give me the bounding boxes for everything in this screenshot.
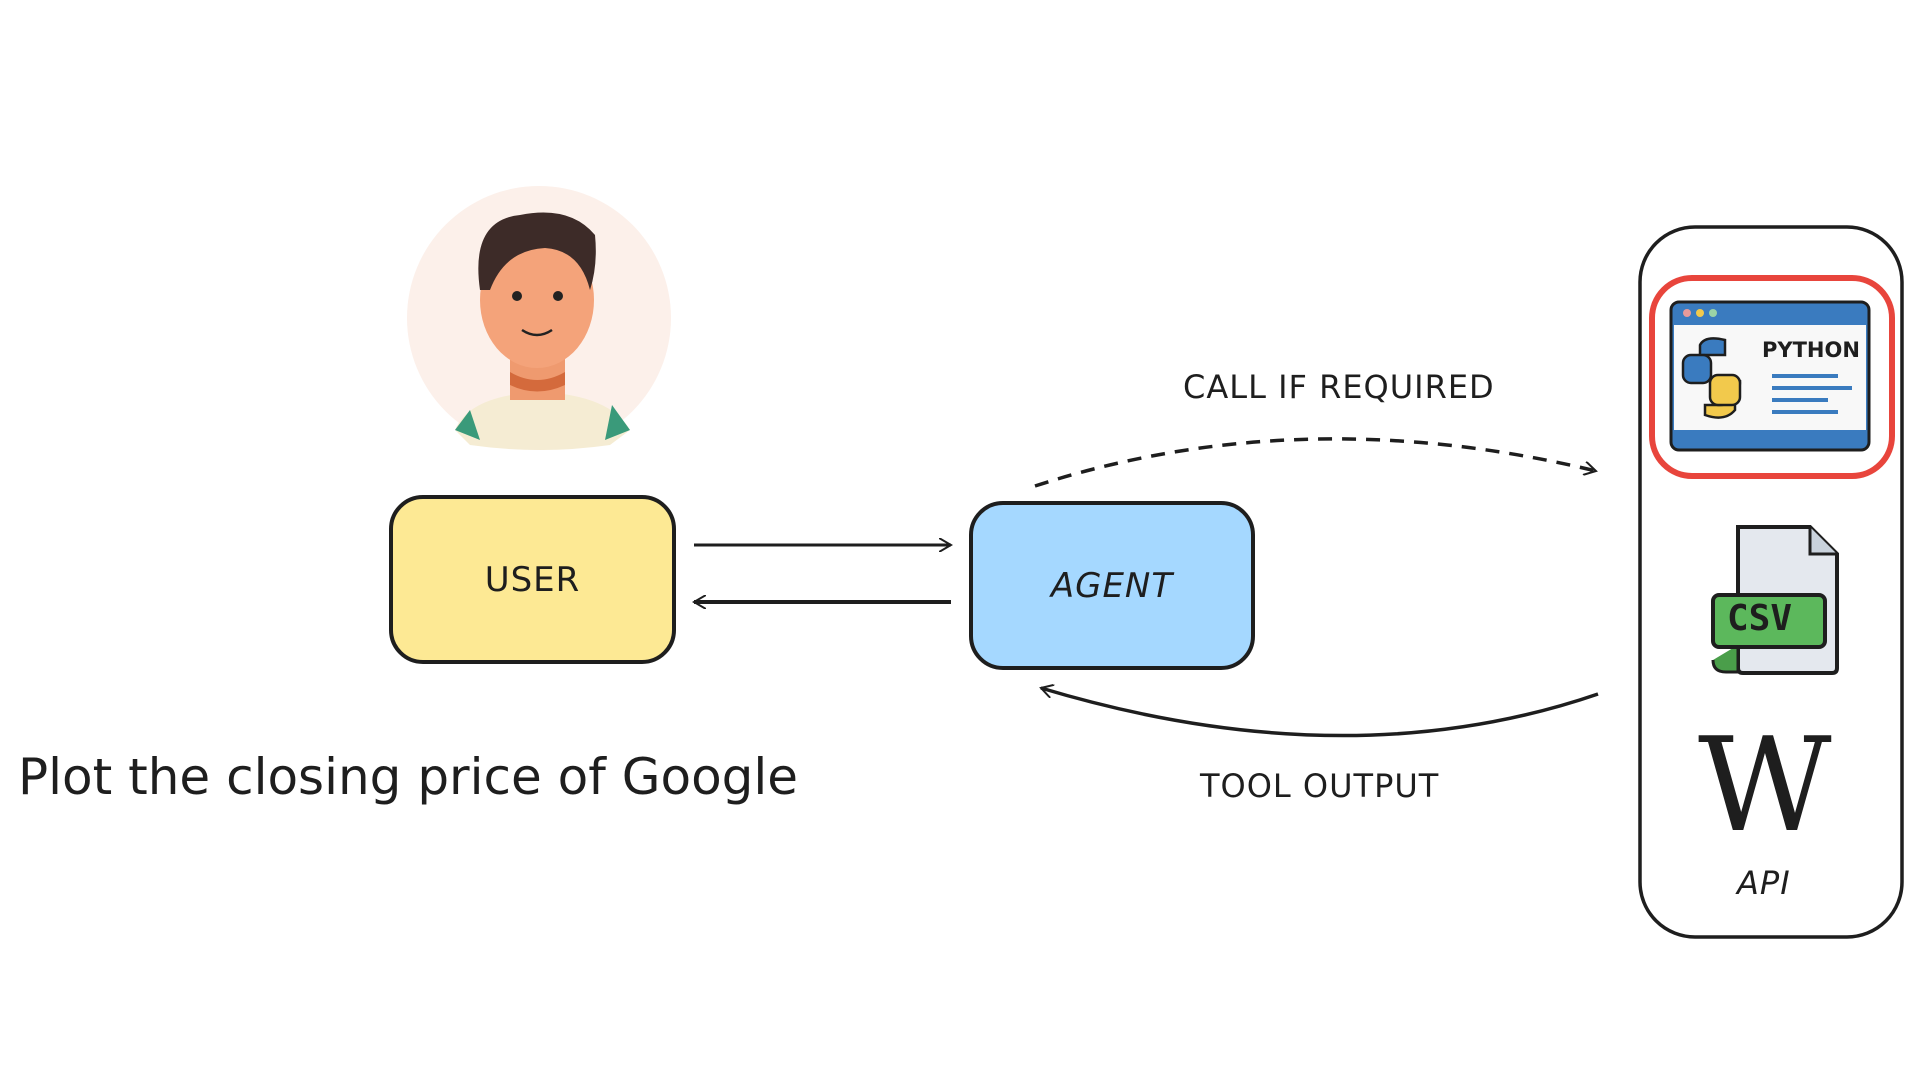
tool-output-arrow <box>1041 688 1599 738</box>
call-tool-arrow <box>1034 437 1596 488</box>
wikipedia-logo-icon: W <box>1698 709 1832 861</box>
user-prompt-text: Plot the closing price of Google <box>18 748 799 806</box>
python-icon <box>1669 300 1871 452</box>
call-if-required-label: CALL IF REQUIRED <box>1183 368 1495 406</box>
user-avatar <box>407 186 671 450</box>
user-box: USER <box>389 495 676 664</box>
user-box-label: USER <box>484 559 581 600</box>
python-label: PYTHON <box>1762 338 1860 362</box>
agent-box-label: AGENT <box>1050 565 1174 606</box>
api-label: API <box>1737 864 1791 902</box>
python-highlight <box>1649 275 1895 479</box>
csv-file-icon <box>1711 525 1839 675</box>
tool-output-label: TOOL OUTPUT <box>1200 767 1440 805</box>
agent-box: AGENT <box>969 501 1255 670</box>
csv-label: CSV <box>1727 598 1793 639</box>
